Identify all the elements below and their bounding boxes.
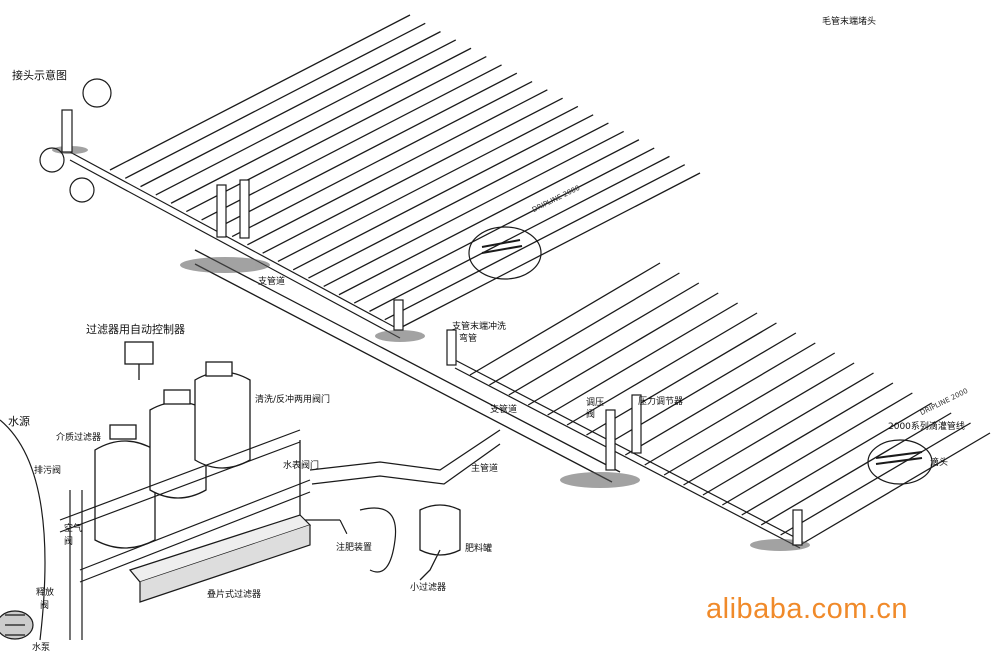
controller-icon <box>124 341 154 380</box>
label-main-pipe: 主管道 <box>471 464 499 474</box>
drip-lateral-line <box>216 72 518 229</box>
drip-lateral-line <box>760 412 952 526</box>
ground-hatching <box>52 146 810 551</box>
label-branch-pipe-lower: 支管道 <box>490 405 518 415</box>
label-dripper: 滴头 <box>930 458 949 468</box>
label-drain-valve: 排污阀 <box>34 466 62 476</box>
drip-lateral-line <box>722 392 913 506</box>
label-small-filter: 小过滤器 <box>410 583 447 593</box>
drip-lateral-line <box>308 122 609 279</box>
drip-lateral-line <box>140 31 441 188</box>
media-filter-tanks <box>94 361 251 549</box>
drip-lateral-line <box>109 14 411 171</box>
label-air-valve-2: 阀 <box>64 537 74 547</box>
drip-lateral-line <box>469 262 661 376</box>
drip-lateral-line <box>353 147 655 304</box>
label-relief-valve-2: 阀 <box>40 601 50 611</box>
label-relief-valve: 释放 <box>36 588 55 598</box>
drip-lateral-line <box>170 47 472 204</box>
label-air-valve: 空气 <box>64 524 83 534</box>
label-capillary-end-plug: 毛管末端堵头 <box>822 17 877 27</box>
main-pipe <box>194 249 621 521</box>
pump-icon <box>0 610 34 640</box>
label-branch-end-flush: 支管末端冲洗 <box>452 322 507 332</box>
drip-lateral-line <box>586 322 777 436</box>
drip-lateral-line <box>741 402 933 516</box>
label-branch-end-flush-2: 弯管 <box>459 334 478 344</box>
label-pressure-valve-2: 阀 <box>586 410 596 420</box>
drip-lateral-line <box>799 432 991 546</box>
drip-lateral-line <box>323 130 624 287</box>
fertilizer-injector-hose <box>339 507 397 573</box>
label-pump: 水泵 <box>32 643 51 653</box>
drip-lateral-line <box>277 105 579 263</box>
drip-lateral-line <box>489 272 680 386</box>
drip-lateral-line <box>369 155 670 312</box>
drip-lateral-line <box>683 372 874 486</box>
drip-lateral-line <box>508 282 700 396</box>
drip-lateral-line <box>155 39 457 196</box>
drip-lateral-line <box>644 352 836 466</box>
label-fertilizer-tank: 肥料罐 <box>465 544 493 554</box>
watermark: alibaba.com.cn <box>706 593 909 625</box>
lower-branch-pipe <box>454 359 801 549</box>
water-source-arc <box>0 419 46 641</box>
drip-lateral-line <box>780 422 971 536</box>
drip-lateral-line <box>186 56 487 213</box>
label-media-filter: 介质过滤器 <box>56 433 102 443</box>
label-joint-diagram: 接头示意图 <box>12 69 67 82</box>
label-water-meter-valve: 水表阀门 <box>283 461 320 471</box>
upper-branch-pipe <box>69 151 401 339</box>
drip-lateral-line <box>566 312 758 426</box>
label-branch-pipe-upper: 支管道 <box>258 277 286 287</box>
drip-lateral-line <box>399 172 701 329</box>
upper-drip-laterals <box>109 14 701 329</box>
drip-lateral-line <box>663 362 855 476</box>
drip-lateral-line <box>527 292 719 406</box>
riser-fittings <box>61 109 803 546</box>
label-backflush-valve: 清洗/反冲两用阀门 <box>255 395 331 405</box>
drip-lateral-line <box>262 97 563 254</box>
label-drip-pipe-2000: 2000系列滴灌管线 <box>888 422 965 432</box>
drip-lateral-line <box>231 80 533 238</box>
drip-lateral-line <box>124 22 426 179</box>
label-pressure-regulator: 压力调节器 <box>638 397 684 407</box>
drip-lateral-line <box>624 342 816 456</box>
dripper-detail-circles <box>39 78 933 485</box>
drip-lateral-line <box>338 139 640 296</box>
label-disc-filter: 叠片式过滤器 <box>207 590 262 600</box>
fertilizer-tank-icon <box>419 504 461 581</box>
label-water-source: 水源 <box>8 415 30 428</box>
drip-lateral-line <box>247 89 548 246</box>
drip-lateral-line <box>702 382 894 496</box>
label-filter-controller: 过滤器用自动控制器 <box>86 323 185 336</box>
disc-filter-platform <box>128 514 312 603</box>
lower-drip-laterals <box>469 262 991 546</box>
label-fertilizer-injector: 注肥装置 <box>336 543 373 553</box>
drip-lateral-line <box>201 64 502 221</box>
label-pressure-valve: 调压 <box>586 398 605 408</box>
drip-lateral-line <box>384 164 686 321</box>
filter-manifold-pipes <box>59 429 311 640</box>
drip-lateral-line <box>547 302 738 416</box>
drip-lateral-line <box>292 114 594 271</box>
